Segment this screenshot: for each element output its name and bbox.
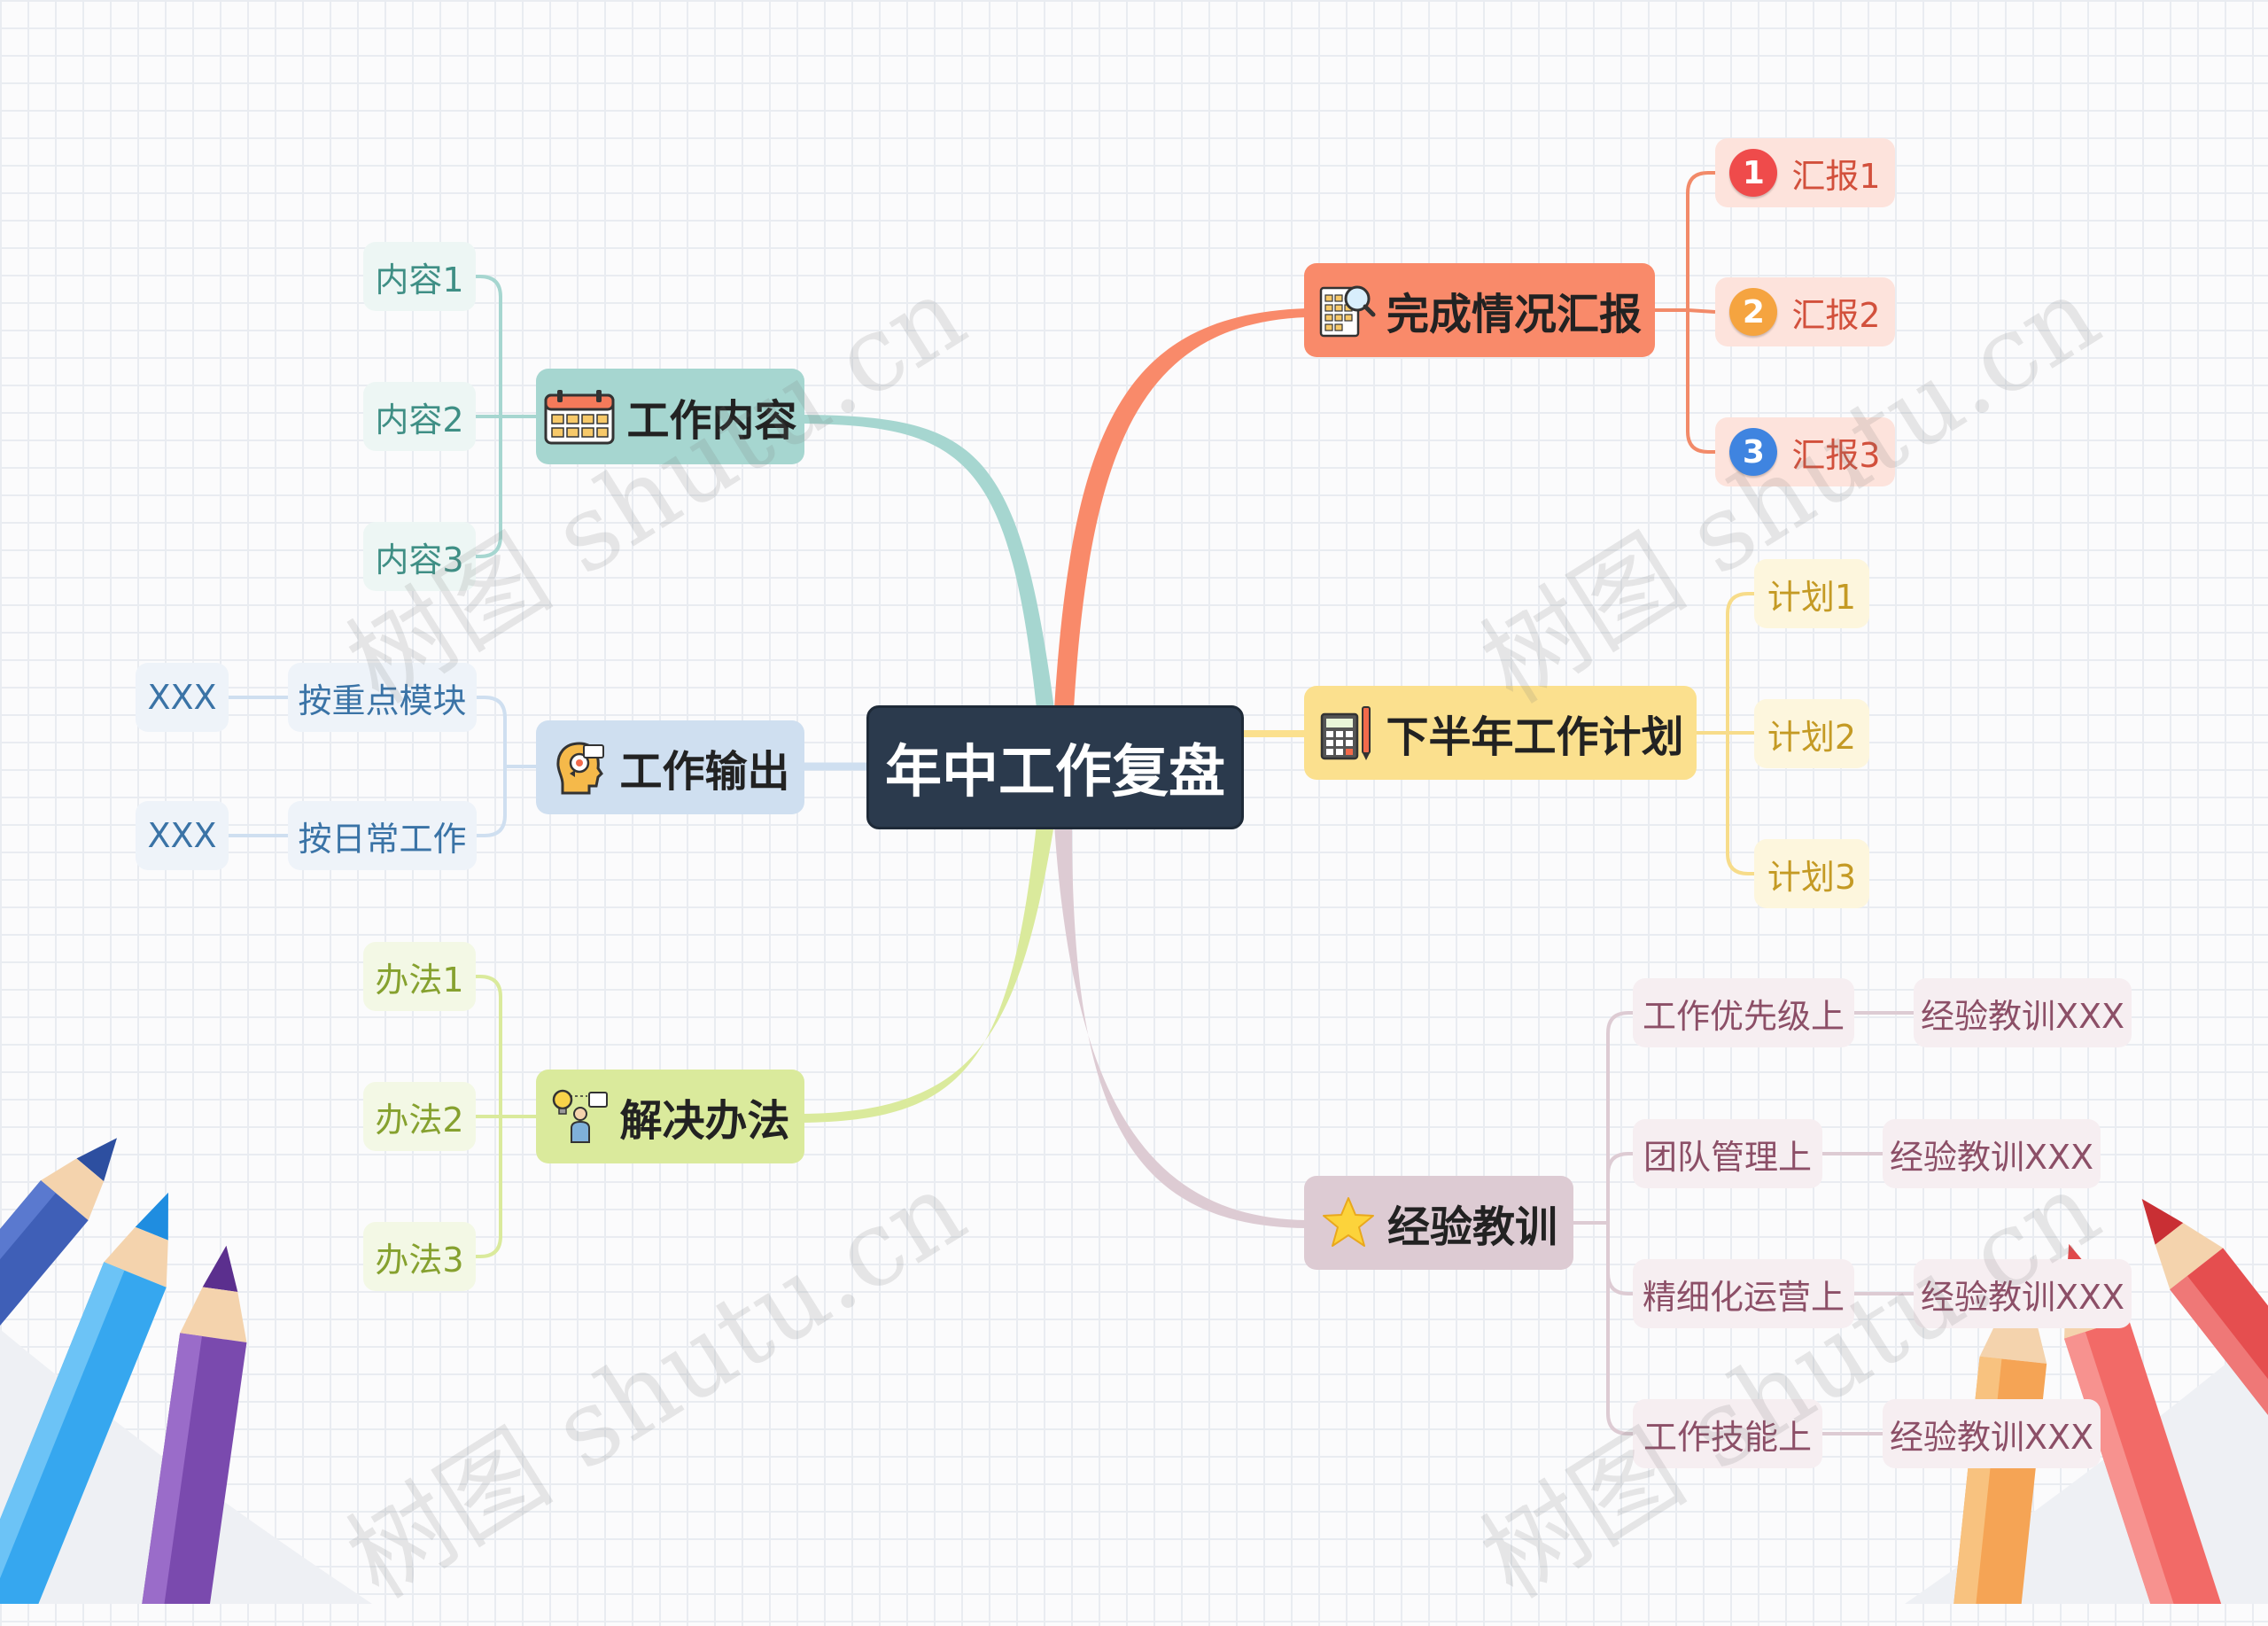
topic-youxianji[interactable]: 工作优先级上 [1633,978,1854,1047]
topic-banfa-2[interactable]: 办法2 [363,1082,476,1151]
branch-label: 工作输出 [619,747,790,797]
leaf-jingyan-1[interactable]: 经验教训XXX [1914,978,2132,1047]
branch-label: 完成情况汇报 [1386,290,1642,339]
head-gear-icon [556,742,605,795]
star-icon [1322,1197,1374,1247]
topic-huibao-3[interactable]: 3 汇报3 [1715,417,1895,486]
number-1-icon: 1 [1729,149,1778,197]
blue-pencil-icon [0,1138,117,1492]
branch-jiejue-banfa[interactable]: 解决办法 [536,1070,804,1163]
branch-xiabannian-jihua[interactable]: 下半年工作计划 [1304,686,1697,780]
leaf-jingyan-4[interactable]: 经验教训XXX [1883,1399,2101,1468]
branch-label: 下半年工作计划 [1386,712,1684,762]
branch-gongzuo-shuchu[interactable]: 工作输出 [536,720,804,814]
topic-gongzuo-jineng[interactable]: 工作技能上 [1633,1399,1822,1468]
topic-label: 汇报1 [1791,156,1881,196]
topic-jihua-2[interactable]: 计划2 [1754,699,1869,768]
calendar-icon [544,390,615,445]
number-2-icon: 2 [1729,288,1778,336]
topic-zhongdian-mokuai[interactable]: 按重点模块 [288,663,477,732]
central-topic[interactable]: 年中工作复盘 [866,705,1244,829]
branch-label: 经验教训 [1386,1202,1557,1252]
branch-label: 解决办法 [619,1096,790,1146]
topic-neirong-1[interactable]: 内容1 [363,242,476,311]
leaf-jingyan-2[interactable]: 经验教训XXX [1883,1119,2101,1188]
leaf-xxx-1[interactable]: XXX [136,663,229,732]
branch-label: 工作内容 [626,396,797,446]
topic-label: 汇报3 [1791,435,1881,475]
red-pencil-icon [2141,1199,2268,1555]
idea-person-icon [553,1089,609,1143]
number-3-icon: 3 [1729,428,1778,476]
topic-jihua-1[interactable]: 计划1 [1754,559,1869,628]
topic-jihua-3[interactable]: 计划3 [1754,839,1869,908]
branch-jingyan-jiaoxun[interactable]: 经验教训 [1304,1176,1573,1270]
topic-neirong-3[interactable]: 内容3 [363,522,476,591]
branch-gongzuo-neirong[interactable]: 工作内容 [536,369,804,464]
topic-jingxihua-yunying[interactable]: 精细化运营上 [1633,1259,1854,1328]
branch-wancheng-huibao[interactable]: 完成情况汇报 [1304,263,1655,357]
report-search-icon [1319,285,1376,338]
topic-neirong-2[interactable]: 内容2 [363,382,476,451]
topic-huibao-1[interactable]: 1 汇报1 [1715,138,1895,207]
topic-banfa-3[interactable]: 办法3 [363,1222,476,1291]
light-blue-pencil-icon [0,1192,168,1604]
topic-huibao-2[interactable]: 2 汇报2 [1715,277,1895,346]
topic-label: 汇报2 [1791,295,1881,335]
calculator-icon [1321,706,1371,760]
topic-richang-gongzuo[interactable]: 按日常工作 [288,801,477,870]
topic-tuandui-guanli[interactable]: 团队管理上 [1633,1119,1822,1188]
purple-pencil-icon [139,1245,247,1604]
leaf-xxx-2[interactable]: XXX [136,801,229,870]
leaf-jingyan-3[interactable]: 经验教训XXX [1914,1259,2132,1328]
topic-banfa-1[interactable]: 办法1 [363,942,476,1011]
